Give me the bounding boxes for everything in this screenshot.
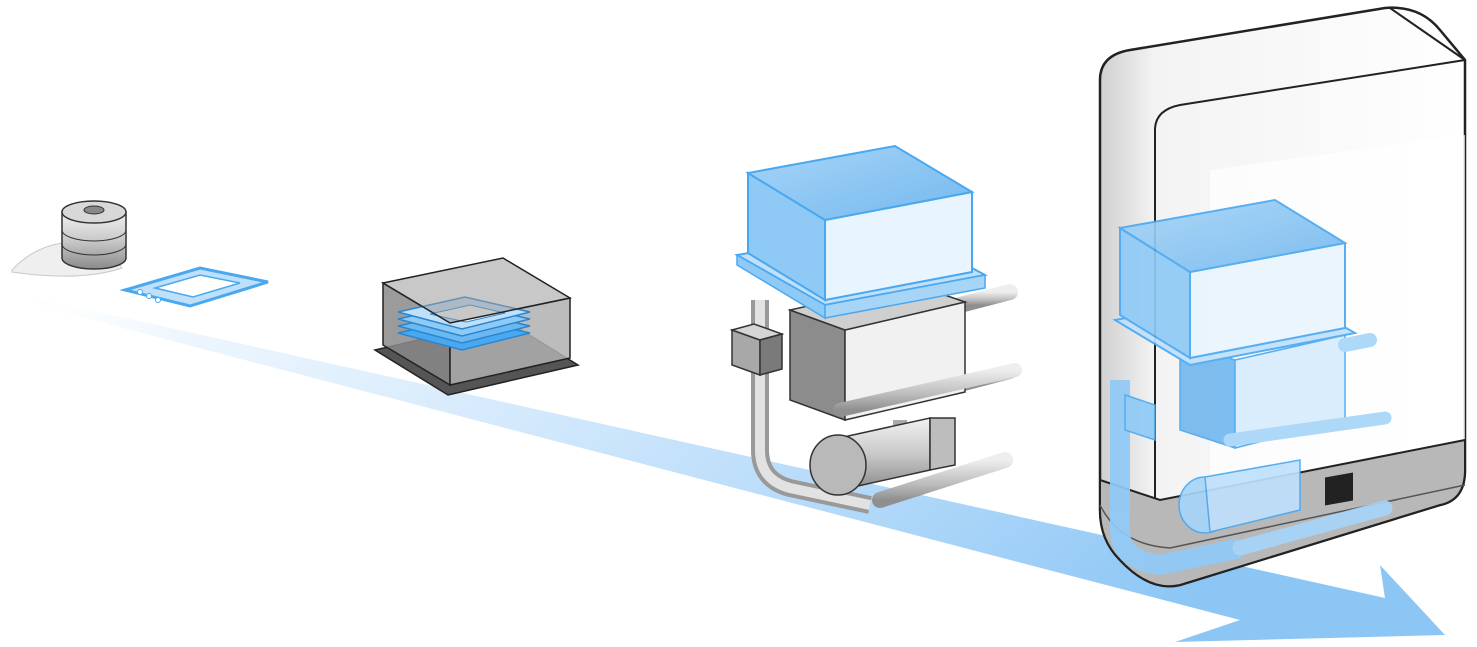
flow-arrow	[0, 290, 1445, 642]
stage-cooling-unit	[729, 144, 1022, 514]
blue-module-box	[734, 144, 988, 320]
stage-appliance	[1098, 6, 1467, 588]
control-square-icon	[1325, 472, 1353, 506]
integrated-cooling-unit	[1110, 198, 1393, 575]
metal-coil-icon	[61, 200, 127, 270]
stage-raw-material	[11, 200, 127, 277]
compressor-icon	[809, 417, 956, 496]
stage-single-plate	[119, 266, 269, 308]
housing-top-face	[380, 257, 573, 324]
stage-plate-stack	[373, 257, 580, 396]
